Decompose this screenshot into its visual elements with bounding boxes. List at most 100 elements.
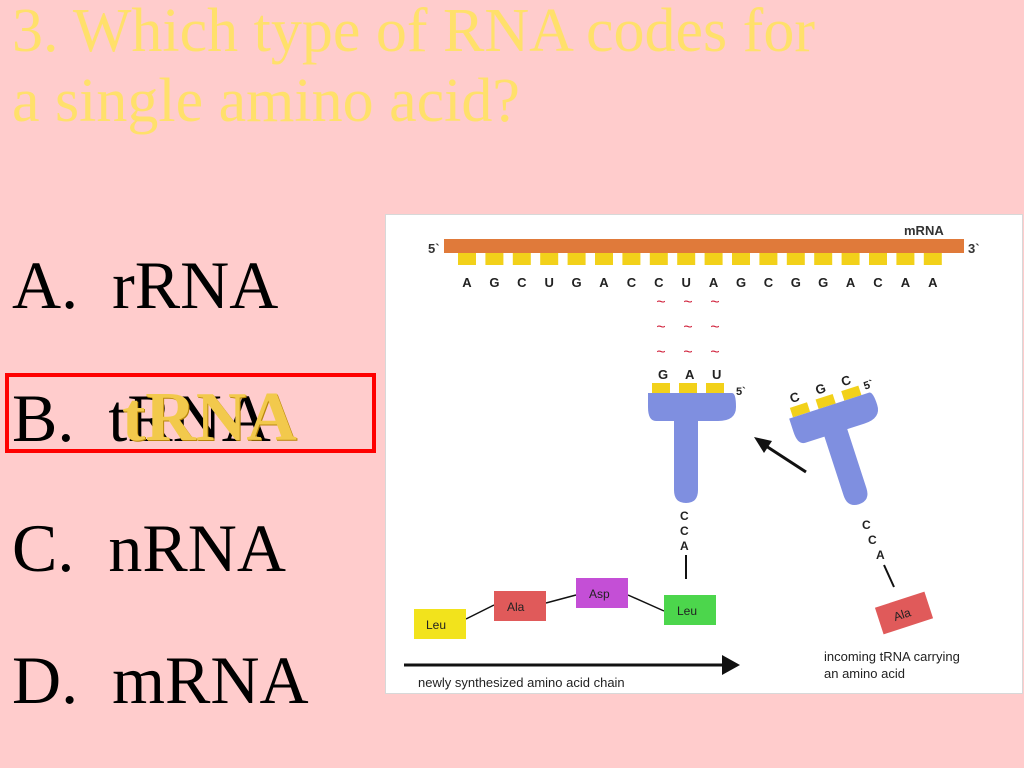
mrna-five-prime: 5` bbox=[428, 241, 440, 256]
mrna-three-prime: 3` bbox=[968, 241, 980, 256]
hydrogen-bond-wave: ~ bbox=[683, 319, 692, 336]
bound-five-prime: 5` bbox=[736, 386, 746, 398]
incoming-cca-3: A bbox=[876, 548, 885, 562]
bound-cca-2: C bbox=[680, 524, 689, 538]
mrna-base-tab bbox=[595, 253, 613, 265]
mrna-base-tab bbox=[869, 253, 887, 265]
incoming-ala-label: Ala bbox=[892, 605, 913, 624]
hydrogen-bond-wave: ~ bbox=[656, 319, 665, 336]
mrna-strand bbox=[444, 239, 964, 253]
mrna-codon-letter: G bbox=[736, 275, 746, 290]
chain-leu-2-label: Leu bbox=[677, 604, 697, 618]
mrna-codon-letter: A bbox=[599, 275, 609, 290]
mrna-base-tab bbox=[567, 253, 586, 265]
incoming-ala-box bbox=[874, 591, 934, 635]
incoming-cca-2: C bbox=[868, 533, 877, 547]
chain-ala bbox=[494, 591, 546, 621]
mrna-base-tab bbox=[923, 253, 942, 265]
mrna-codon-letter: C bbox=[627, 275, 637, 290]
incoming-anticodon-c1: C bbox=[788, 389, 802, 406]
bound-anticodon-a: A bbox=[685, 367, 695, 382]
mrna-base-tab bbox=[786, 253, 805, 265]
peptide-bond-3 bbox=[627, 594, 665, 612]
hydrogen-bond-wave: ~ bbox=[710, 294, 719, 311]
option-c[interactable]: C. nRNA bbox=[12, 508, 286, 588]
option-c-text: nRNA bbox=[108, 510, 286, 586]
mrna-label: mRNA bbox=[904, 223, 944, 238]
incoming-five-prime: 5` bbox=[862, 378, 875, 393]
mrna-base-tab bbox=[649, 253, 668, 265]
amino-acid-chain: Leu Ala Asp Leu bbox=[414, 578, 716, 639]
hydrogen-bond-waves: ~~~~~~~~~ bbox=[656, 294, 719, 361]
bound-trna: G A U 5` C C A bbox=[648, 367, 746, 579]
chain-leu-1 bbox=[414, 609, 466, 639]
hydrogen-bond-wave: ~ bbox=[710, 319, 719, 336]
incoming-caption-2: an amino acid bbox=[824, 666, 905, 681]
incoming-cca-1: C bbox=[862, 518, 871, 532]
mrna-codon-letter: U bbox=[545, 275, 554, 290]
chain-ala-label: Ala bbox=[507, 600, 525, 614]
bound-cca-1: C bbox=[680, 509, 689, 523]
question-line-1: 3. Which type of RNA codes for bbox=[12, 0, 815, 65]
mrna-codon-letter: U bbox=[682, 275, 691, 290]
bound-trna-body bbox=[648, 393, 736, 503]
bound-tab-3 bbox=[706, 383, 724, 393]
chain-direction-arrowhead bbox=[722, 655, 740, 675]
mrna-base-tab bbox=[458, 253, 476, 265]
hydrogen-bond-wave: ~ bbox=[656, 294, 665, 311]
peptide-bond-2 bbox=[545, 594, 577, 604]
incoming-tab-3 bbox=[841, 385, 862, 401]
incoming-caption-1: incoming tRNA carrying bbox=[824, 649, 960, 664]
option-b[interactable]: B. tRNA bbox=[12, 378, 271, 458]
incoming-tab-2 bbox=[815, 393, 836, 410]
bound-tab-1 bbox=[652, 383, 670, 393]
hydrogen-bond-wave: ~ bbox=[656, 344, 665, 361]
mrna-base-tab bbox=[896, 253, 915, 265]
mrna-base-tab bbox=[841, 253, 860, 265]
mrna-codon-letter: A bbox=[846, 275, 856, 290]
incoming-anticodon-c2: C bbox=[839, 372, 853, 389]
option-d-text: mRNA bbox=[112, 642, 309, 718]
question-line-2: a single amino acid? bbox=[12, 67, 520, 135]
mrna-base-tab bbox=[704, 253, 723, 265]
hydrogen-bond-wave: ~ bbox=[683, 294, 692, 311]
question-title: 3. Which type of RNA codes for a single … bbox=[12, 0, 1012, 136]
bound-anticodon-g: G bbox=[658, 367, 668, 382]
option-a-letter: A. bbox=[12, 247, 79, 323]
peptide-bond-1 bbox=[465, 604, 495, 620]
chain-caption: newly synthesized amino acid chain bbox=[418, 675, 625, 690]
mrna-base-tab bbox=[485, 253, 504, 265]
mrna-codon-letter: A bbox=[901, 275, 911, 290]
chain-asp-label: Asp bbox=[589, 587, 610, 601]
mrna-codon-letter: C bbox=[873, 275, 883, 290]
mrna-codon-letter: C bbox=[654, 275, 664, 290]
mrna-base-tab bbox=[759, 253, 778, 265]
incoming-tab-1 bbox=[789, 402, 811, 418]
option-d[interactable]: D. mRNA bbox=[12, 640, 309, 720]
option-d-letter: D. bbox=[12, 642, 79, 718]
chain-leu-1-label: Leu bbox=[426, 618, 446, 632]
mrna-codon-letter: A bbox=[928, 275, 938, 290]
incoming-anticodon-g: G bbox=[813, 380, 827, 397]
mrna-base-tab bbox=[512, 253, 531, 265]
option-a-text: rRNA bbox=[112, 247, 279, 323]
hydrogen-bond-wave: ~ bbox=[710, 344, 719, 361]
option-b-letter: B. bbox=[12, 380, 75, 456]
mrna-base-tab bbox=[814, 253, 833, 265]
incoming-arrow-line bbox=[765, 444, 807, 474]
chain-asp bbox=[576, 578, 628, 608]
mrna-base-tabs bbox=[458, 253, 942, 265]
mrna-base-tab bbox=[732, 253, 750, 265]
mrna-codon-letter: C bbox=[517, 275, 527, 290]
incoming-trna-body bbox=[789, 392, 878, 506]
option-c-letter: C. bbox=[12, 510, 75, 586]
correct-answer-overlay: tRNA bbox=[122, 379, 297, 456]
bound-anticodon-u: U bbox=[712, 367, 721, 382]
incoming-link bbox=[883, 564, 895, 588]
mrna-base-tab bbox=[540, 253, 559, 265]
chain-leu-2 bbox=[664, 595, 716, 625]
option-a[interactable]: A. rRNA bbox=[12, 245, 278, 325]
